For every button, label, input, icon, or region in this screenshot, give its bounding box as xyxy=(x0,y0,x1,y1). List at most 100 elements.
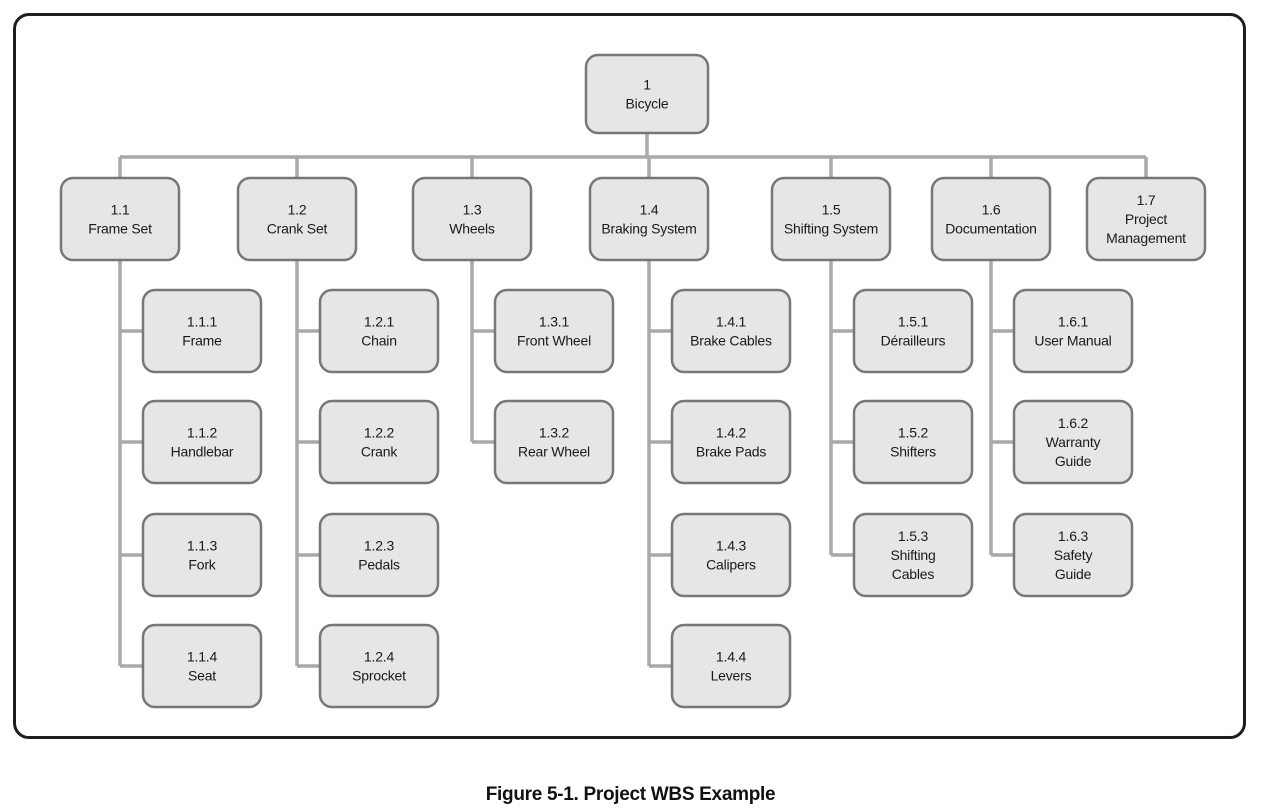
node-box xyxy=(670,288,792,374)
node-box xyxy=(584,53,710,135)
node-label: Shifters xyxy=(890,444,936,460)
node-box xyxy=(141,399,263,485)
connectors xyxy=(118,133,1148,668)
node-number: 1.3 xyxy=(463,202,482,218)
node-box xyxy=(493,399,615,485)
node-number: 1.6.1 xyxy=(1058,314,1089,330)
node-box xyxy=(318,399,440,485)
node-number: 1.6 xyxy=(982,202,1001,218)
node-label: Handlebar xyxy=(171,444,234,460)
node-label: Brake Pads xyxy=(696,444,767,460)
node-number: 1.5 xyxy=(822,202,841,218)
node-number: 1.6.2 xyxy=(1058,415,1089,431)
node-label: Frame xyxy=(182,333,222,349)
node-number: 1.6.3 xyxy=(1058,528,1089,544)
node-box xyxy=(141,623,263,709)
node-label: Guide xyxy=(1055,566,1092,582)
node-box xyxy=(236,176,358,262)
node-label: Wheels xyxy=(449,221,495,237)
node-label: Chain xyxy=(361,333,397,349)
node-label: Brake Cables xyxy=(690,333,772,349)
node-label: Project xyxy=(1125,211,1167,227)
figure-caption: Figure 5-1. Project WBS Example xyxy=(485,784,776,805)
node-box xyxy=(1012,288,1134,374)
node-box xyxy=(670,399,792,485)
node-label: Levers xyxy=(711,668,752,684)
node-number: 1.1.2 xyxy=(187,425,218,441)
node-label: User Manual xyxy=(1034,333,1111,349)
node-box xyxy=(770,176,892,262)
node-number: 1.4 xyxy=(640,202,659,218)
node-number: 1 xyxy=(643,77,651,93)
node-box xyxy=(318,288,440,374)
node-label: Safety xyxy=(1054,547,1093,563)
node-box xyxy=(1012,512,1134,598)
node-number: 1.4.1 xyxy=(716,314,747,330)
node-box xyxy=(59,176,181,262)
node-number: 1.2.2 xyxy=(364,425,395,441)
node-label: Shifting System xyxy=(784,221,878,237)
node-box xyxy=(670,512,792,598)
node-box xyxy=(588,176,710,262)
node-number: 1.2.3 xyxy=(364,538,395,554)
node-number: 1.7 xyxy=(1137,192,1156,208)
node-box xyxy=(930,176,1052,262)
node-label: Frame Set xyxy=(88,221,152,237)
node-number: 1.1.4 xyxy=(187,649,218,665)
node-number: 1.1.3 xyxy=(187,538,218,554)
node-label: Seat xyxy=(188,668,216,684)
node-label: Cables xyxy=(892,566,935,582)
node-box xyxy=(1085,176,1207,262)
node-box xyxy=(852,399,974,485)
node-box xyxy=(411,176,533,262)
node-box xyxy=(1012,399,1134,485)
node-label: Pedals xyxy=(358,557,400,573)
node-number: 1.4.4 xyxy=(716,649,747,665)
node-label: Sprocket xyxy=(352,668,406,684)
node-label: Braking System xyxy=(601,221,696,237)
node-box xyxy=(852,512,974,598)
node-label: Documentation xyxy=(945,221,1037,237)
node-box xyxy=(493,288,615,374)
node-box xyxy=(318,512,440,598)
node-number: 1.4.3 xyxy=(716,538,747,554)
node-label: Crank Set xyxy=(267,221,328,237)
node-number: 1.5.2 xyxy=(898,425,929,441)
node-box xyxy=(670,623,792,709)
node-box xyxy=(141,512,263,598)
node-label: Dérailleurs xyxy=(881,333,946,349)
node-number: 1.1 xyxy=(111,202,130,218)
node-number: 1.2.4 xyxy=(364,649,395,665)
node-label: Management xyxy=(1106,230,1186,246)
node-number: 1.1.1 xyxy=(187,314,218,330)
node-label: Shifting xyxy=(890,547,935,563)
node-label: Crank xyxy=(361,444,399,460)
node-label: Bicycle xyxy=(626,96,669,112)
node-number: 1.2.1 xyxy=(364,314,395,330)
node-label: Fork xyxy=(188,557,216,573)
